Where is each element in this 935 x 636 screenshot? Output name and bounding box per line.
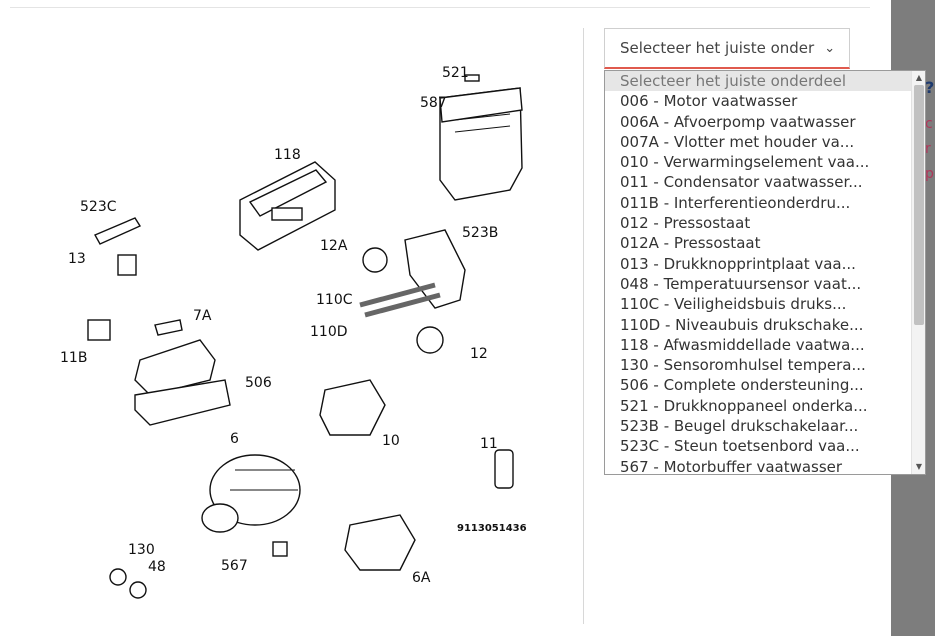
part-523b <box>404 229 466 309</box>
listbox-scrollbar[interactable]: ▲ ▼ <box>911 71 925 474</box>
label-521: 521 <box>442 65 469 81</box>
option-110d[interactable]: 110D - Niveaubuis drukschake... <box>620 315 864 334</box>
label-12a: 12A <box>320 238 348 254</box>
option-013[interactable]: 013 - Drukknopprintplaat vaa... <box>620 254 856 273</box>
part-506-base <box>134 379 231 426</box>
option-006[interactable]: 006 - Motor vaatwasser <box>620 92 798 111</box>
label-13: 13 <box>68 251 86 267</box>
label-110d: 110D <box>310 324 348 340</box>
part-10 <box>319 379 386 436</box>
option-521[interactable]: 521 - Drukknoppaneel onderka... <box>620 396 868 415</box>
part-523c <box>94 217 142 245</box>
part-110c <box>359 282 436 308</box>
background-hint-q: ? <box>925 78 935 97</box>
option-012[interactable]: 012 - Pressostaat <box>620 214 751 233</box>
part-130 <box>109 568 127 586</box>
diagram-code: 9113051436 <box>457 523 527 534</box>
part-118 <box>239 161 336 251</box>
option-012a[interactable]: 012A - Pressostaat <box>620 234 761 253</box>
part-11 <box>494 449 514 489</box>
part-select-label: Selecteer het juiste onder <box>620 39 815 57</box>
option-006a[interactable]: 006A - Afvoerpomp vaatwasser <box>620 112 856 131</box>
part-select-button[interactable]: Selecteer het juiste onder ⌄ <box>604 28 850 69</box>
option-048[interactable]: 048 - Temperatuursensor vaat... <box>620 274 862 293</box>
column-divider <box>583 28 584 624</box>
exploded-parts-diagram: 521 587 118 523C 13 12A 523B 110C 110D 1… <box>60 65 527 599</box>
part-12 <box>416 326 444 354</box>
scrollbar-thumb[interactable] <box>914 85 924 325</box>
label-523b: 523B <box>462 225 498 241</box>
label-567: 567 <box>221 558 248 574</box>
option-010[interactable]: 010 - Verwarmingselement vaa... <box>620 153 870 172</box>
background-hint-1: c <box>925 116 933 132</box>
background-hint-3: p <box>925 166 934 182</box>
part-7a <box>154 319 183 336</box>
part-587 <box>439 74 523 201</box>
part-11b <box>87 319 111 341</box>
part-48 <box>129 581 147 599</box>
label-48: 48 <box>148 559 166 575</box>
label-130: 130 <box>128 542 155 558</box>
background-hint-2: r <box>925 141 931 157</box>
top-divider <box>10 7 870 8</box>
part-567 <box>272 541 288 557</box>
option-118[interactable]: 118 - Afwasmiddellade vaatwa... <box>620 335 865 354</box>
label-506: 506 <box>245 375 272 391</box>
option-110c[interactable]: 110C - Veiligheidsbuis druks... <box>620 295 847 314</box>
part-select-listbox[interactable]: Selecteer het juiste onderdeel 006 - Mot… <box>604 70 926 475</box>
label-523c: 523C <box>80 199 117 215</box>
chevron-down-icon: ⌄ <box>824 40 836 56</box>
option-523b[interactable]: 523B - Beugel drukschakelaar... <box>620 417 859 436</box>
label-7a: 7A <box>193 308 212 324</box>
part-12a <box>362 247 388 273</box>
scroll-up-icon[interactable]: ▲ <box>915 73 923 82</box>
part-110d <box>364 292 441 318</box>
label-12: 12 <box>470 346 488 362</box>
option-506[interactable]: 506 - Complete ondersteuning... <box>620 376 864 395</box>
label-6: 6 <box>230 431 239 447</box>
part-506 <box>134 339 216 396</box>
part-6 <box>201 454 301 533</box>
option-007a[interactable]: 007A - Vlotter met houder va... <box>620 132 855 151</box>
label-11: 11 <box>480 436 498 452</box>
label-110c: 110C <box>316 292 353 308</box>
part-6a <box>344 514 416 571</box>
part-13 <box>117 254 137 276</box>
label-10: 10 <box>382 433 400 449</box>
option-523c[interactable]: 523C - Steun toetsenbord vaa... <box>620 437 860 456</box>
label-11b: 11B <box>60 350 87 366</box>
option-567[interactable]: 567 - Motorbuffer vaatwasser <box>620 457 843 475</box>
label-118: 118 <box>274 147 301 163</box>
option-placeholder[interactable]: Selecteer het juiste onderdeel <box>605 71 911 92</box>
label-587: 587 <box>420 95 447 111</box>
option-011[interactable]: 011 - Condensator vaatwasser... <box>620 173 863 192</box>
label-6a: 6A <box>412 570 431 586</box>
scroll-down-icon[interactable]: ▼ <box>915 462 923 471</box>
option-130[interactable]: 130 - Sensoromhulsel tempera... <box>620 356 866 375</box>
option-011b[interactable]: 011B - Interferentieonderdru... <box>620 193 851 212</box>
